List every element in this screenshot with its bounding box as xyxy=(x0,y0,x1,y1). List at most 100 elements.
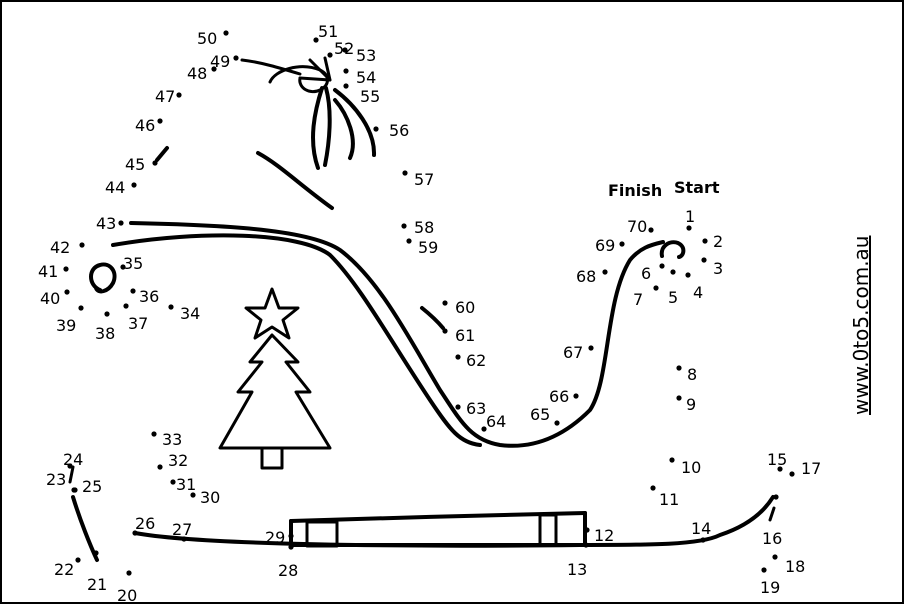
dot-number-45: 45 xyxy=(125,155,145,174)
dot-38 xyxy=(104,311,110,317)
dots-layer: 1234567891011121314151617181920212223242… xyxy=(38,22,821,604)
dot-number-7: 7 xyxy=(633,290,643,309)
dot-42 xyxy=(79,242,85,248)
start-label: Start xyxy=(674,178,720,197)
dot-28 xyxy=(288,544,294,550)
dot-number-50: 50 xyxy=(197,29,217,48)
dot-10 xyxy=(669,457,675,463)
dot-number-22: 22 xyxy=(54,560,74,579)
dot-number-28: 28 xyxy=(278,561,298,580)
dot-1 xyxy=(686,225,692,231)
dot-29 xyxy=(288,533,294,539)
dot-number-29: 29 xyxy=(265,528,285,547)
dot-70 xyxy=(648,227,654,233)
dot-number-10: 10 xyxy=(681,458,701,477)
website-watermark: www.0to5.com.au xyxy=(849,236,873,415)
dot-64 xyxy=(481,426,487,432)
dot-number-37: 37 xyxy=(128,314,148,333)
dot-number-1: 1 xyxy=(685,207,695,226)
dot-number-17: 17 xyxy=(801,459,821,478)
dot-69 xyxy=(619,241,625,247)
dot-61 xyxy=(442,328,448,334)
dot-27 xyxy=(181,536,187,542)
dot-number-65: 65 xyxy=(530,405,550,424)
dot-41 xyxy=(63,266,69,272)
dot-number-69: 69 xyxy=(595,236,615,255)
dot-8 xyxy=(676,365,682,371)
dot-number-54: 54 xyxy=(356,68,376,87)
dot-number-42: 42 xyxy=(50,238,70,257)
dot-21 xyxy=(93,550,99,556)
dot-number-53: 53 xyxy=(356,46,376,65)
dot-63 xyxy=(455,404,461,410)
dot-number-49: 49 xyxy=(210,52,230,71)
dot-65 xyxy=(554,420,560,426)
dot-number-56: 56 xyxy=(389,121,409,140)
dot-number-62: 62 xyxy=(466,351,486,370)
dot-number-47: 47 xyxy=(155,87,175,106)
dot-number-19: 19 xyxy=(760,578,780,597)
dot-44 xyxy=(131,182,137,188)
sleigh-outline-drawing xyxy=(68,146,776,562)
dot-56 xyxy=(373,126,379,132)
dot-number-64: 64 xyxy=(486,412,506,431)
dot-number-13: 13 xyxy=(567,560,587,579)
dot-53 xyxy=(342,47,348,53)
dot-number-55: 55 xyxy=(360,87,380,106)
bow-drawing xyxy=(240,56,377,170)
dot-62 xyxy=(455,354,461,360)
dot-48 xyxy=(211,66,217,72)
dot-number-27: 27 xyxy=(172,520,192,539)
dot-45 xyxy=(152,160,158,166)
dot-55 xyxy=(343,83,349,89)
dot-number-61: 61 xyxy=(455,326,475,345)
dot-60 xyxy=(442,300,448,306)
dot-number-51: 51 xyxy=(318,22,338,41)
dot-number-5: 5 xyxy=(668,288,678,307)
dot-19 xyxy=(761,567,767,573)
dot-58 xyxy=(401,223,407,229)
dot-3 xyxy=(701,257,707,263)
dot-66 xyxy=(573,393,579,399)
dot-13 xyxy=(583,542,589,548)
dot-50 xyxy=(223,30,229,36)
dot-number-33: 33 xyxy=(162,430,182,449)
dot-52 xyxy=(327,52,333,58)
dot-57 xyxy=(402,170,408,176)
dot-number-44: 44 xyxy=(105,178,125,197)
dot-11 xyxy=(650,485,656,491)
dot-number-67: 67 xyxy=(563,343,583,362)
dot-number-48: 48 xyxy=(187,64,207,83)
dot-number-70: 70 xyxy=(627,217,647,236)
dot-59 xyxy=(406,238,412,244)
dot-number-11: 11 xyxy=(659,490,679,509)
dot-14 xyxy=(700,537,706,543)
christmas-tree-drawing xyxy=(218,287,332,470)
dot-number-26: 26 xyxy=(135,514,155,533)
dot-31 xyxy=(170,479,176,485)
dot-number-46: 46 xyxy=(135,116,155,135)
dot-30 xyxy=(190,492,196,498)
dot-number-31: 31 xyxy=(176,475,196,494)
dot-20 xyxy=(126,570,132,576)
dot-18 xyxy=(772,554,778,560)
dot-33 xyxy=(151,431,157,437)
dot-number-15: 15 xyxy=(767,450,787,469)
dot-number-59: 59 xyxy=(418,238,438,257)
dot-46 xyxy=(157,118,163,124)
dot-68 xyxy=(602,269,608,275)
dot-number-8: 8 xyxy=(687,365,697,384)
dot-67 xyxy=(588,345,594,351)
dot-54 xyxy=(343,68,349,74)
dot-number-66: 66 xyxy=(549,387,569,406)
dot-number-63: 63 xyxy=(466,399,486,418)
dot-36 xyxy=(130,288,136,294)
dot-number-35: 35 xyxy=(123,254,143,273)
dot-17 xyxy=(789,471,795,477)
dot-5 xyxy=(670,269,676,275)
dot-25 xyxy=(72,487,78,493)
dot-47 xyxy=(176,92,182,98)
dot-number-43: 43 xyxy=(96,214,116,233)
finish-label: Finish xyxy=(608,181,662,200)
